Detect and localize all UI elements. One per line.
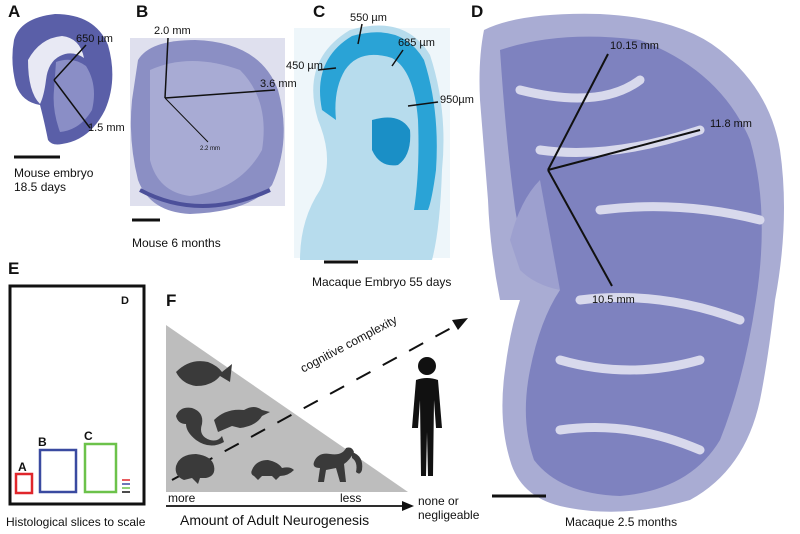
- panel-e-caption: Histological slices to scale: [6, 515, 146, 529]
- panel-b-measure-line-1: [164, 37, 169, 99]
- panel-b-measure-2: 3.6 mm: [260, 78, 297, 90]
- panel-f-axis-end: none or negligeable: [418, 494, 479, 522]
- panel-c-measure-line-3: [317, 67, 337, 71]
- panel-e-label: E: [8, 259, 20, 278]
- panel-b-measure-line-2: [164, 89, 276, 99]
- panel-a-caption-line-2: 18.5 days: [14, 180, 67, 194]
- panel-b-measure-line-3: [164, 97, 209, 143]
- panel-d-measure-2: 11.8 mm: [710, 118, 752, 130]
- panel-f-label: F: [166, 291, 177, 310]
- panel-d-measure-3: 10.5 mm: [592, 294, 635, 306]
- panel-e-box-b-label: B: [38, 435, 47, 449]
- panel-a-measure-2: 1.5 mm: [88, 122, 125, 134]
- panel-e-box-d-label: D: [121, 295, 129, 307]
- bird-icon: [214, 407, 270, 432]
- panel-b-label: B: [136, 2, 149, 21]
- panel-a-measure-1: 650 µm: [76, 33, 113, 45]
- panel-a-label: A: [8, 2, 21, 21]
- panel-e-mini-marks: [122, 479, 130, 493]
- panel-f-axis-more: more: [168, 491, 196, 505]
- panel-c-measure-1: 550 µm: [350, 12, 387, 24]
- panel-a-measure-line-2: [53, 79, 91, 129]
- panel-c-measure-3: 450 µm: [286, 60, 323, 72]
- monkey-icon: [313, 447, 363, 482]
- panel-a-caption-line-1: Mouse embryo: [14, 166, 94, 180]
- panel-d-measure-line-2: [547, 129, 701, 171]
- panel-e-box-d: [8, 284, 146, 506]
- panel-b-caption: Mouse 6 months: [132, 236, 221, 250]
- panel-c-measure-line-4: [407, 101, 439, 107]
- panel-e-box-c-label: C: [84, 429, 93, 443]
- mouse-icon: [251, 460, 294, 480]
- panel-f-axis-end-line-2: negligeable: [418, 508, 480, 522]
- panel-e-box-c: [83, 442, 118, 494]
- panel-c-section-image: [294, 25, 450, 260]
- panel-c-measure-line-2: [391, 49, 404, 67]
- panel-c-measure-line-1: [357, 23, 363, 45]
- panel-b-section-image: [130, 38, 285, 214]
- panel-d-label: D: [471, 2, 484, 21]
- panel-d-measure-1: 10.15 mm: [610, 40, 659, 52]
- panel-f-axis-title: Amount of Adult Neurogenesis: [180, 512, 370, 528]
- panel-b-measure-1: 2.0 mm: [154, 25, 191, 37]
- panel-e-box-b: [38, 448, 78, 494]
- panel-f-complexity-arrow-line: [171, 321, 463, 481]
- panel-e-box-a-label: A: [18, 460, 27, 474]
- lizard-icon: [175, 454, 215, 484]
- fish-icon: [176, 361, 232, 386]
- panel-a-measure-line-1: [53, 44, 87, 81]
- panel-d-caption: Macaque 2.5 months: [565, 515, 678, 529]
- panel-b-measure-3: 2.2 mm: [200, 146, 221, 152]
- panel-c-label: C: [313, 2, 326, 21]
- panel-f-axis-less: less: [340, 491, 362, 505]
- panel-d-section-image: [479, 13, 784, 512]
- panel-d-measure-line-3: [547, 169, 613, 287]
- panel-f-complexity-arrowhead: [452, 318, 468, 330]
- panel-f-axis-arrowhead: [402, 501, 414, 511]
- panel-c-caption: Macaque Embryo 55 days: [312, 275, 452, 289]
- human-icon: [412, 357, 442, 476]
- panel-c-measure-4: 950µm: [440, 94, 474, 106]
- panel-f-axis-end-line-1: none or: [418, 494, 459, 508]
- panel-e-box-a: [14, 472, 34, 495]
- panel-c-measure-2: 685 µm: [398, 37, 435, 49]
- panel-d-measure-line-1: [547, 53, 609, 171]
- panel-a-section-image: [12, 14, 113, 145]
- salamander-icon: [176, 407, 224, 446]
